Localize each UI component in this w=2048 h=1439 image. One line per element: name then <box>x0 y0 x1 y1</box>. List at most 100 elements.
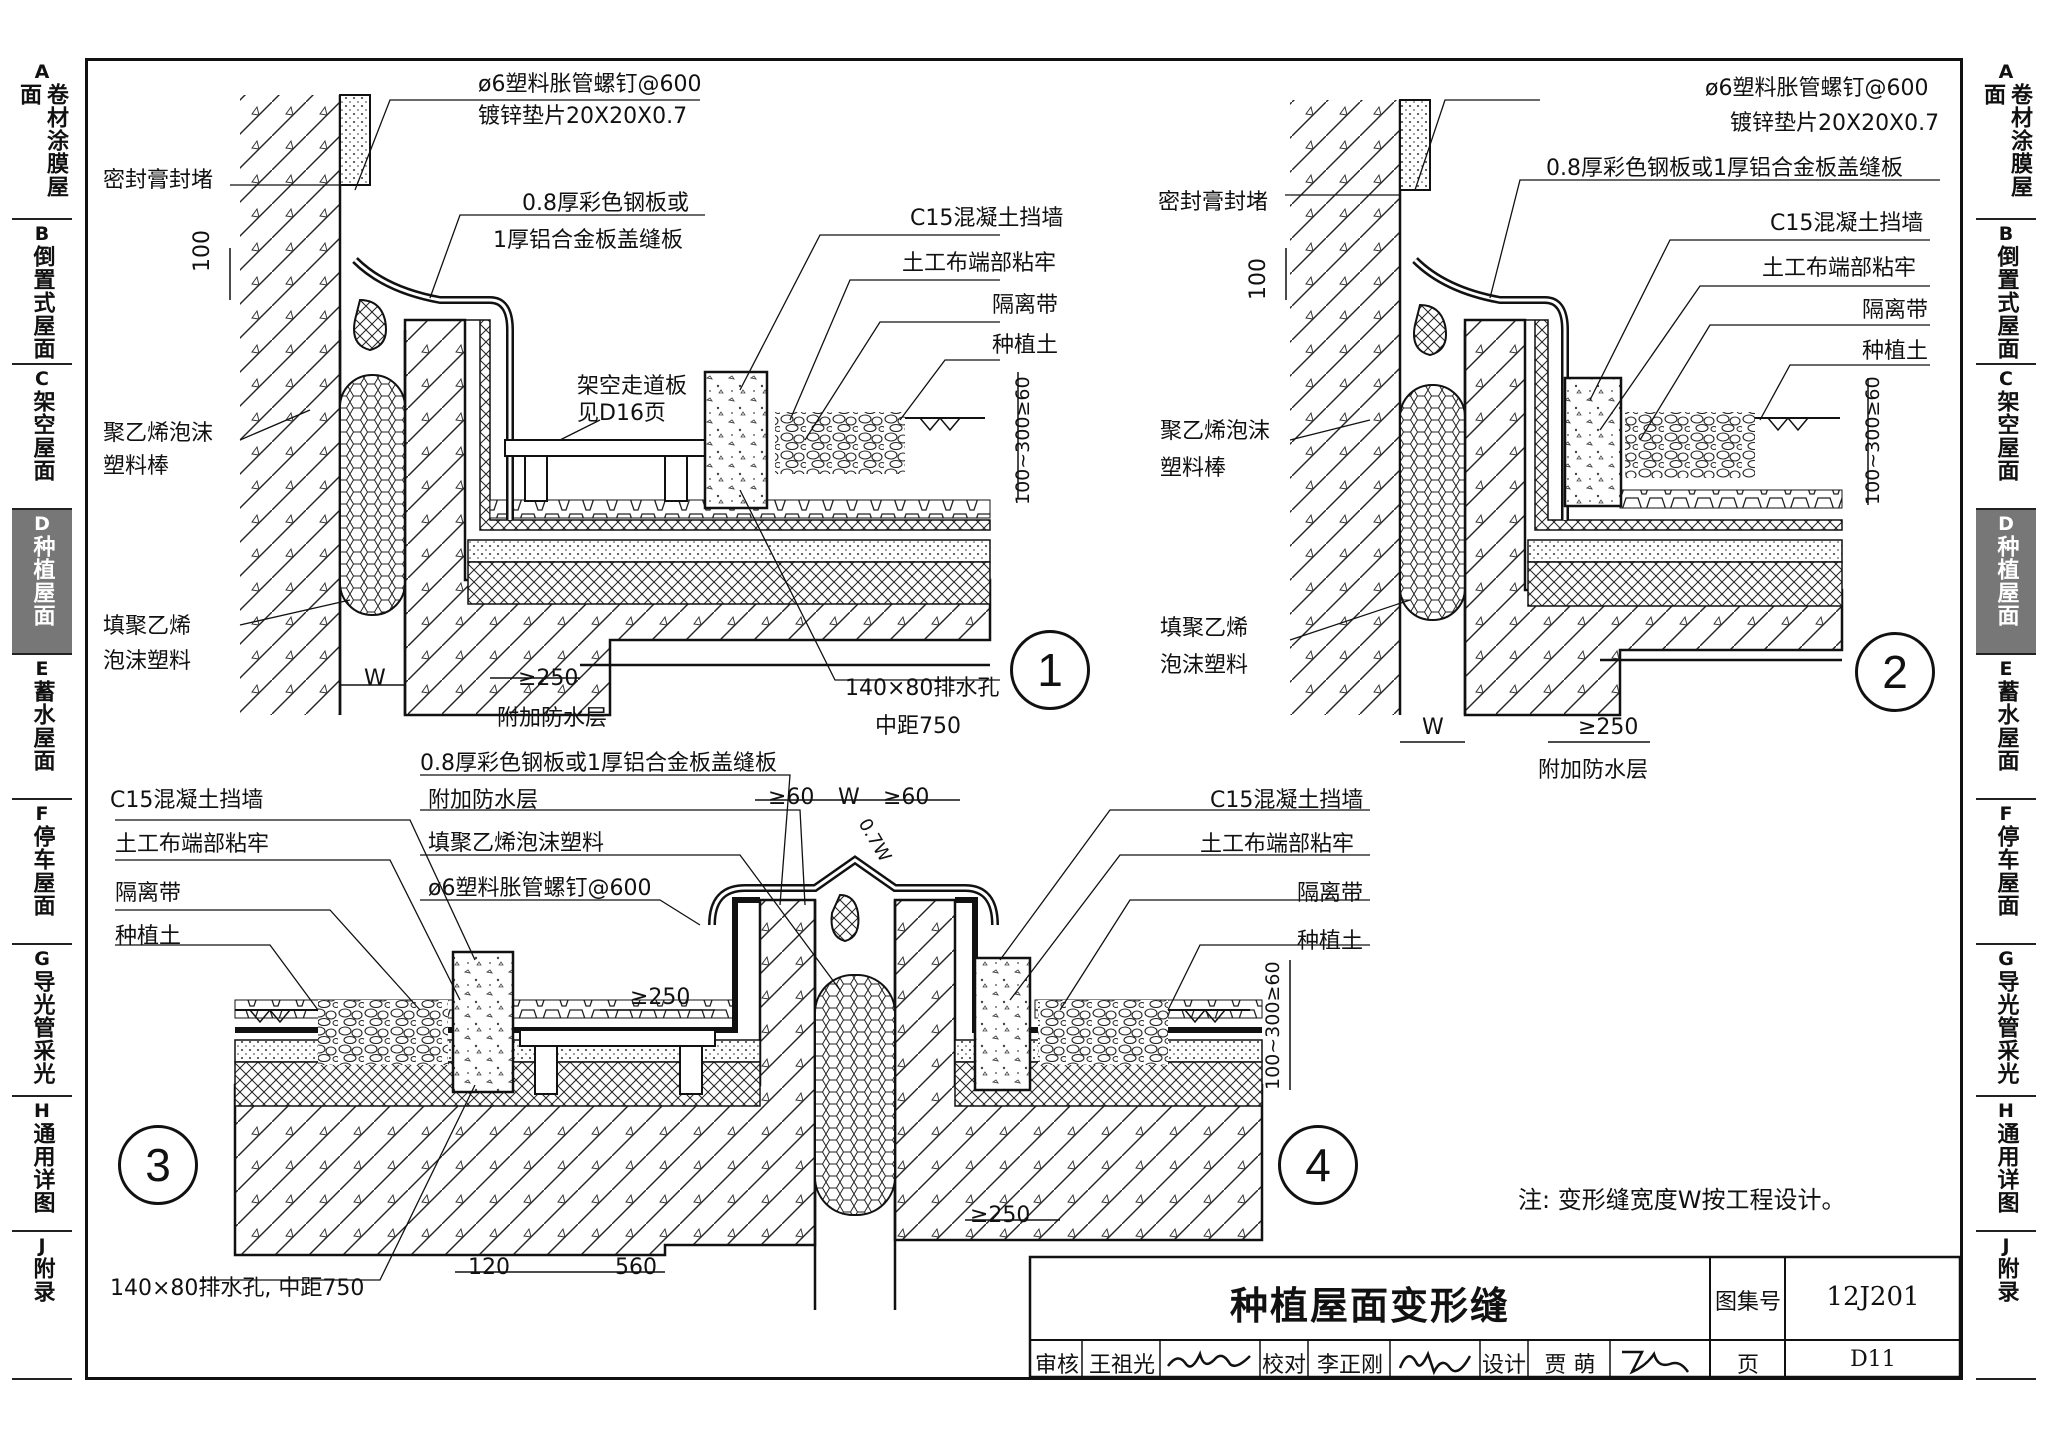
d1-isolation-label: 隔离带 <box>992 293 1059 318</box>
section-tab-label: 卷材涂膜屋面 <box>1980 83 2032 198</box>
d34-dim-250b: ≥250 <box>970 1203 1031 1228</box>
d2-wall-label: C15混凝土挡墙 <box>1770 211 1924 236</box>
section-tab-letter: D <box>34 513 50 535</box>
check-label: 校对 <box>1261 1353 1306 1378</box>
d2-sealant-label: 密封膏封堵 <box>1158 190 1269 215</box>
d2-dim-soil: 100~300≥60 <box>1862 376 1884 505</box>
d2-extra-wp-label: 附加防水层 <box>1538 758 1649 783</box>
detail-4-number: 4 <box>1278 1125 1358 1205</box>
designer-name: 贾 萌 <box>1544 1353 1596 1378</box>
d34-cover-label: 0.8厚彩色钢板或1厚铝合金板盖缝板 <box>420 751 777 776</box>
d1-cover-label-1: 0.8厚彩色钢板或 <box>522 191 689 216</box>
d1-cover-label-2: 1厚铝合金板盖缝板 <box>493 228 683 253</box>
section-tab-label: 卷材涂膜屋面 <box>16 83 68 198</box>
d34-screw-label: ø6塑料胀管螺钉@600 <box>428 876 652 901</box>
d2-foam-rod-label-2: 塑料棒 <box>1160 456 1227 481</box>
d1-dim-100: 100 <box>190 230 215 272</box>
d34-dim-60a: ≥60 <box>768 785 815 810</box>
d1-fill-label-2: 泡沫塑料 <box>103 649 192 674</box>
d2-cover-label: 0.8厚彩色钢板或1厚铝合金板盖缝板 <box>1546 156 1903 181</box>
d34-dim-560: 560 <box>615 1255 657 1280</box>
section-tab-label: 附录 <box>1993 1257 2019 1303</box>
section-tab-label: 通用详图 <box>1993 1122 2019 1214</box>
d3-soil-label: 种植土 <box>115 924 182 949</box>
reviewer-name: 王祖光 <box>1088 1353 1155 1378</box>
section-tab-letter: J <box>2002 1235 2010 1257</box>
d34-dim-250a: ≥250 <box>630 985 691 1010</box>
d2-dim-250: ≥250 <box>1578 715 1639 740</box>
d1-fill-label-1: 填聚乙烯 <box>103 614 192 639</box>
d2-dim-100: 100 <box>1246 258 1271 300</box>
d2-isolation-label: 隔离带 <box>1862 298 1929 323</box>
d2-fill-label-2: 泡沫塑料 <box>1160 653 1249 678</box>
d2-washer-label: 镀锌垫片20X20X0.7 <box>1730 111 1940 136</box>
d3-geotextile-label: 土工布端部粘牢 <box>115 832 270 857</box>
d2-dim-w: W <box>1422 715 1444 740</box>
detail-2-number: 2 <box>1855 632 1935 712</box>
section-tab-label: 导光管采光 <box>1993 970 2019 1085</box>
d3-wall-label: C15混凝土挡墙 <box>110 788 264 813</box>
drawing-frame <box>85 58 1963 1380</box>
d2-fill-label-1: 填聚乙烯 <box>1160 616 1249 641</box>
d34-dim-soil: 100~300≥60 <box>1262 961 1284 1090</box>
reviewer-signature <box>1166 1350 1251 1368</box>
d4-soil-label: 种植土 <box>1297 929 1364 954</box>
section-tab-label: 蓄水屋面 <box>29 680 55 772</box>
d2-screw-label: ø6塑料胀管螺钉@600 <box>1705 76 1929 101</box>
d1-foam-rod-label-2: 塑料棒 <box>103 454 170 479</box>
section-tab-label: 倒置式屋面 <box>1993 245 2019 360</box>
d1-dim-w: W <box>364 666 386 691</box>
designer-signature <box>1622 1350 1690 1375</box>
section-tab-label: 倒置式屋面 <box>29 245 55 360</box>
page-number: D11 <box>1850 1347 1896 1372</box>
section-tab-label: 通用详图 <box>29 1122 55 1214</box>
d4-isolation-label: 隔离带 <box>1297 881 1364 906</box>
d1-sealant-label: 密封膏封堵 <box>103 168 214 193</box>
page-label: 页 <box>1736 1353 1759 1378</box>
d34-dim-120: 120 <box>468 1255 510 1280</box>
d1-walkway-label-2: 见D16页 <box>577 401 666 426</box>
section-tab-letter: J <box>38 1235 46 1257</box>
d2-foam-rod-label-1: 聚乙烯泡沫 <box>1160 419 1271 444</box>
sheet-title: 种植屋面变形缝 <box>1229 1284 1510 1328</box>
d1-washer-label: 镀锌垫片20X20X0.7 <box>478 104 688 129</box>
d34-drain-label: 140×80排水孔, 中距750 <box>110 1276 365 1301</box>
section-tab-label: 附录 <box>29 1257 55 1303</box>
d34-fill-label: 填聚乙烯泡沫塑料 <box>428 831 605 856</box>
d1-dim-soil: 100~300≥60 <box>1012 376 1034 505</box>
title-block-grid <box>1028 1255 1962 1379</box>
d1-foam-rod-label-1: 聚乙烯泡沫 <box>103 421 214 446</box>
d1-wall-label: C15混凝土挡墙 <box>910 206 1064 231</box>
section-tab-letter: B <box>1998 223 2014 245</box>
section-tab-label: 蓄水屋面 <box>1993 680 2019 772</box>
atlas-number-label: 图集号 <box>1714 1290 1781 1315</box>
detail-3-4-drawing <box>115 774 1370 1310</box>
section-tab-label: 停车屋面 <box>1993 825 2019 917</box>
section-tab-label: 停车屋面 <box>29 825 55 917</box>
d1-drain-spacing-label: 中距750 <box>875 714 961 739</box>
d2-soil-label: 种植土 <box>1862 339 1929 364</box>
d1-drain-label: 140×80排水孔 <box>845 676 1000 701</box>
section-tab-letter: G <box>34 948 50 970</box>
